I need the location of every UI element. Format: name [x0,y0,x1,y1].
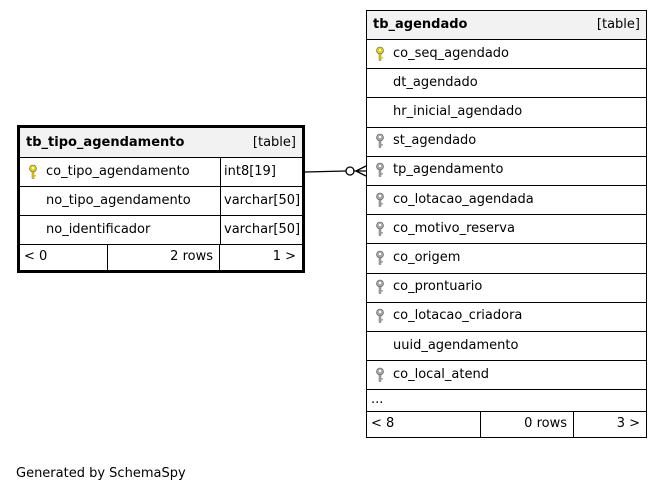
column-name: co_lotacao_agendada [393,191,534,207]
footer-divider [480,412,481,438]
column-name: dt_agendado [393,74,478,90]
column-type: varchar[50] [224,192,301,208]
footer-row-count: 0 rows [524,416,567,432]
footer-children-count: 1 > [272,249,296,264]
column-row-co_origem: co_origem [367,243,646,272]
column-name: no_identificador [46,221,151,237]
footer-divider [573,412,574,438]
table-tb_tipo_agendamento: tb_tipo_agendamento [table] co_tipo_agenda… [17,125,305,273]
table-type-label: [table] [252,134,296,150]
table-footer: < 8 0 rows 3 > [367,411,646,438]
column-name: co_prontuario [393,279,483,295]
foreign-key-icon [375,279,385,295]
column-name: co_lotacao_criadora [393,308,523,324]
column-row-co_local_atend: co_local_atend [367,360,646,389]
column-row-st_agendado: st_agendado [367,126,646,156]
column-divider [220,216,221,244]
primary-key-icon [28,164,38,180]
column-row-no_identificador: no_identificador varchar[50] [20,215,302,244]
column-row-no_tipo_agendamento: no_tipo_agendamento varchar[50] [20,186,302,215]
foreign-key-icon [375,308,385,324]
foreign-key-icon [375,162,385,178]
column-type: int8[19] [224,163,276,179]
primary-key-icon [375,46,385,62]
foreign-key-icon [375,221,385,237]
column-row-co_prontuario: co_prontuario [367,272,646,302]
column-row-co_motivo_reserva: co_motivo_reserva [367,214,646,243]
table-tb_agendado: tb_agendado [table] co_seq_agendado dt_agen… [366,10,647,439]
table-name: tb_agendado [373,17,468,32]
zero-optional-marker [345,166,355,176]
foreign-key-icon [375,250,385,266]
column-row-tp_agendamento: tp_agendamento [367,155,646,185]
footer-parents-count: < 0 [24,249,48,264]
footer-divider [219,245,220,270]
column-name: co_tipo_agendamento [46,163,190,179]
column-name: co_seq_agendado [393,45,510,61]
footer-parents-count: < 8 [371,416,395,432]
column-name: co_local_atend [393,366,489,382]
table-header: tb_agendado [table] [367,11,646,39]
column-name: hr_inicial_agendado [393,103,523,119]
foreign-key-icon [375,192,385,208]
column-divider [220,158,221,186]
footer-children-count: 3 > [616,416,640,432]
column-name: co_origem [393,249,461,265]
column-row-co_seq_agendado: co_seq_agendado [367,39,646,68]
column-row-uuid_agendamento: uuid_agendamento [367,331,646,360]
table-type-label: [table] [596,17,640,32]
foreign-key-icon [375,133,385,149]
column-divider [220,187,221,215]
column-name: co_motivo_reserva [393,220,515,236]
footer-divider [107,245,108,270]
column-row-hr_inicial_agendado: hr_inicial_agendado [367,97,646,126]
more-columns-row: ... [367,389,646,411]
foreign-key-icon [375,367,385,383]
column-type: varchar[50] [224,221,301,237]
column-name: st_agendado [393,133,477,149]
column-row-co_lotacao_criadora: co_lotacao_criadora [367,301,646,331]
footer-row-count: 2 rows [170,249,213,264]
crows-foot-many-marker [355,165,367,177]
column-row-co_lotacao_agendada: co_lotacao_agendada [367,185,646,214]
column-row-co_tipo_agendamento: co_tipo_agendamento int8[19] [20,157,302,186]
column-name: no_tipo_agendamento [46,192,191,208]
column-row-dt_agendado: dt_agendado [367,68,646,97]
table-name: tb_tipo_agendamento [26,134,185,150]
column-name: uuid_agendamento [393,337,519,353]
generated-by-caption: Generated by SchemaSpy [16,466,186,481]
table-footer: < 0 2 rows 1 > [20,244,302,270]
column-name: tp_agendamento [393,162,504,178]
table-header: tb_tipo_agendamento [table] [20,128,302,157]
more-columns-ellipsis: ... [371,392,384,408]
